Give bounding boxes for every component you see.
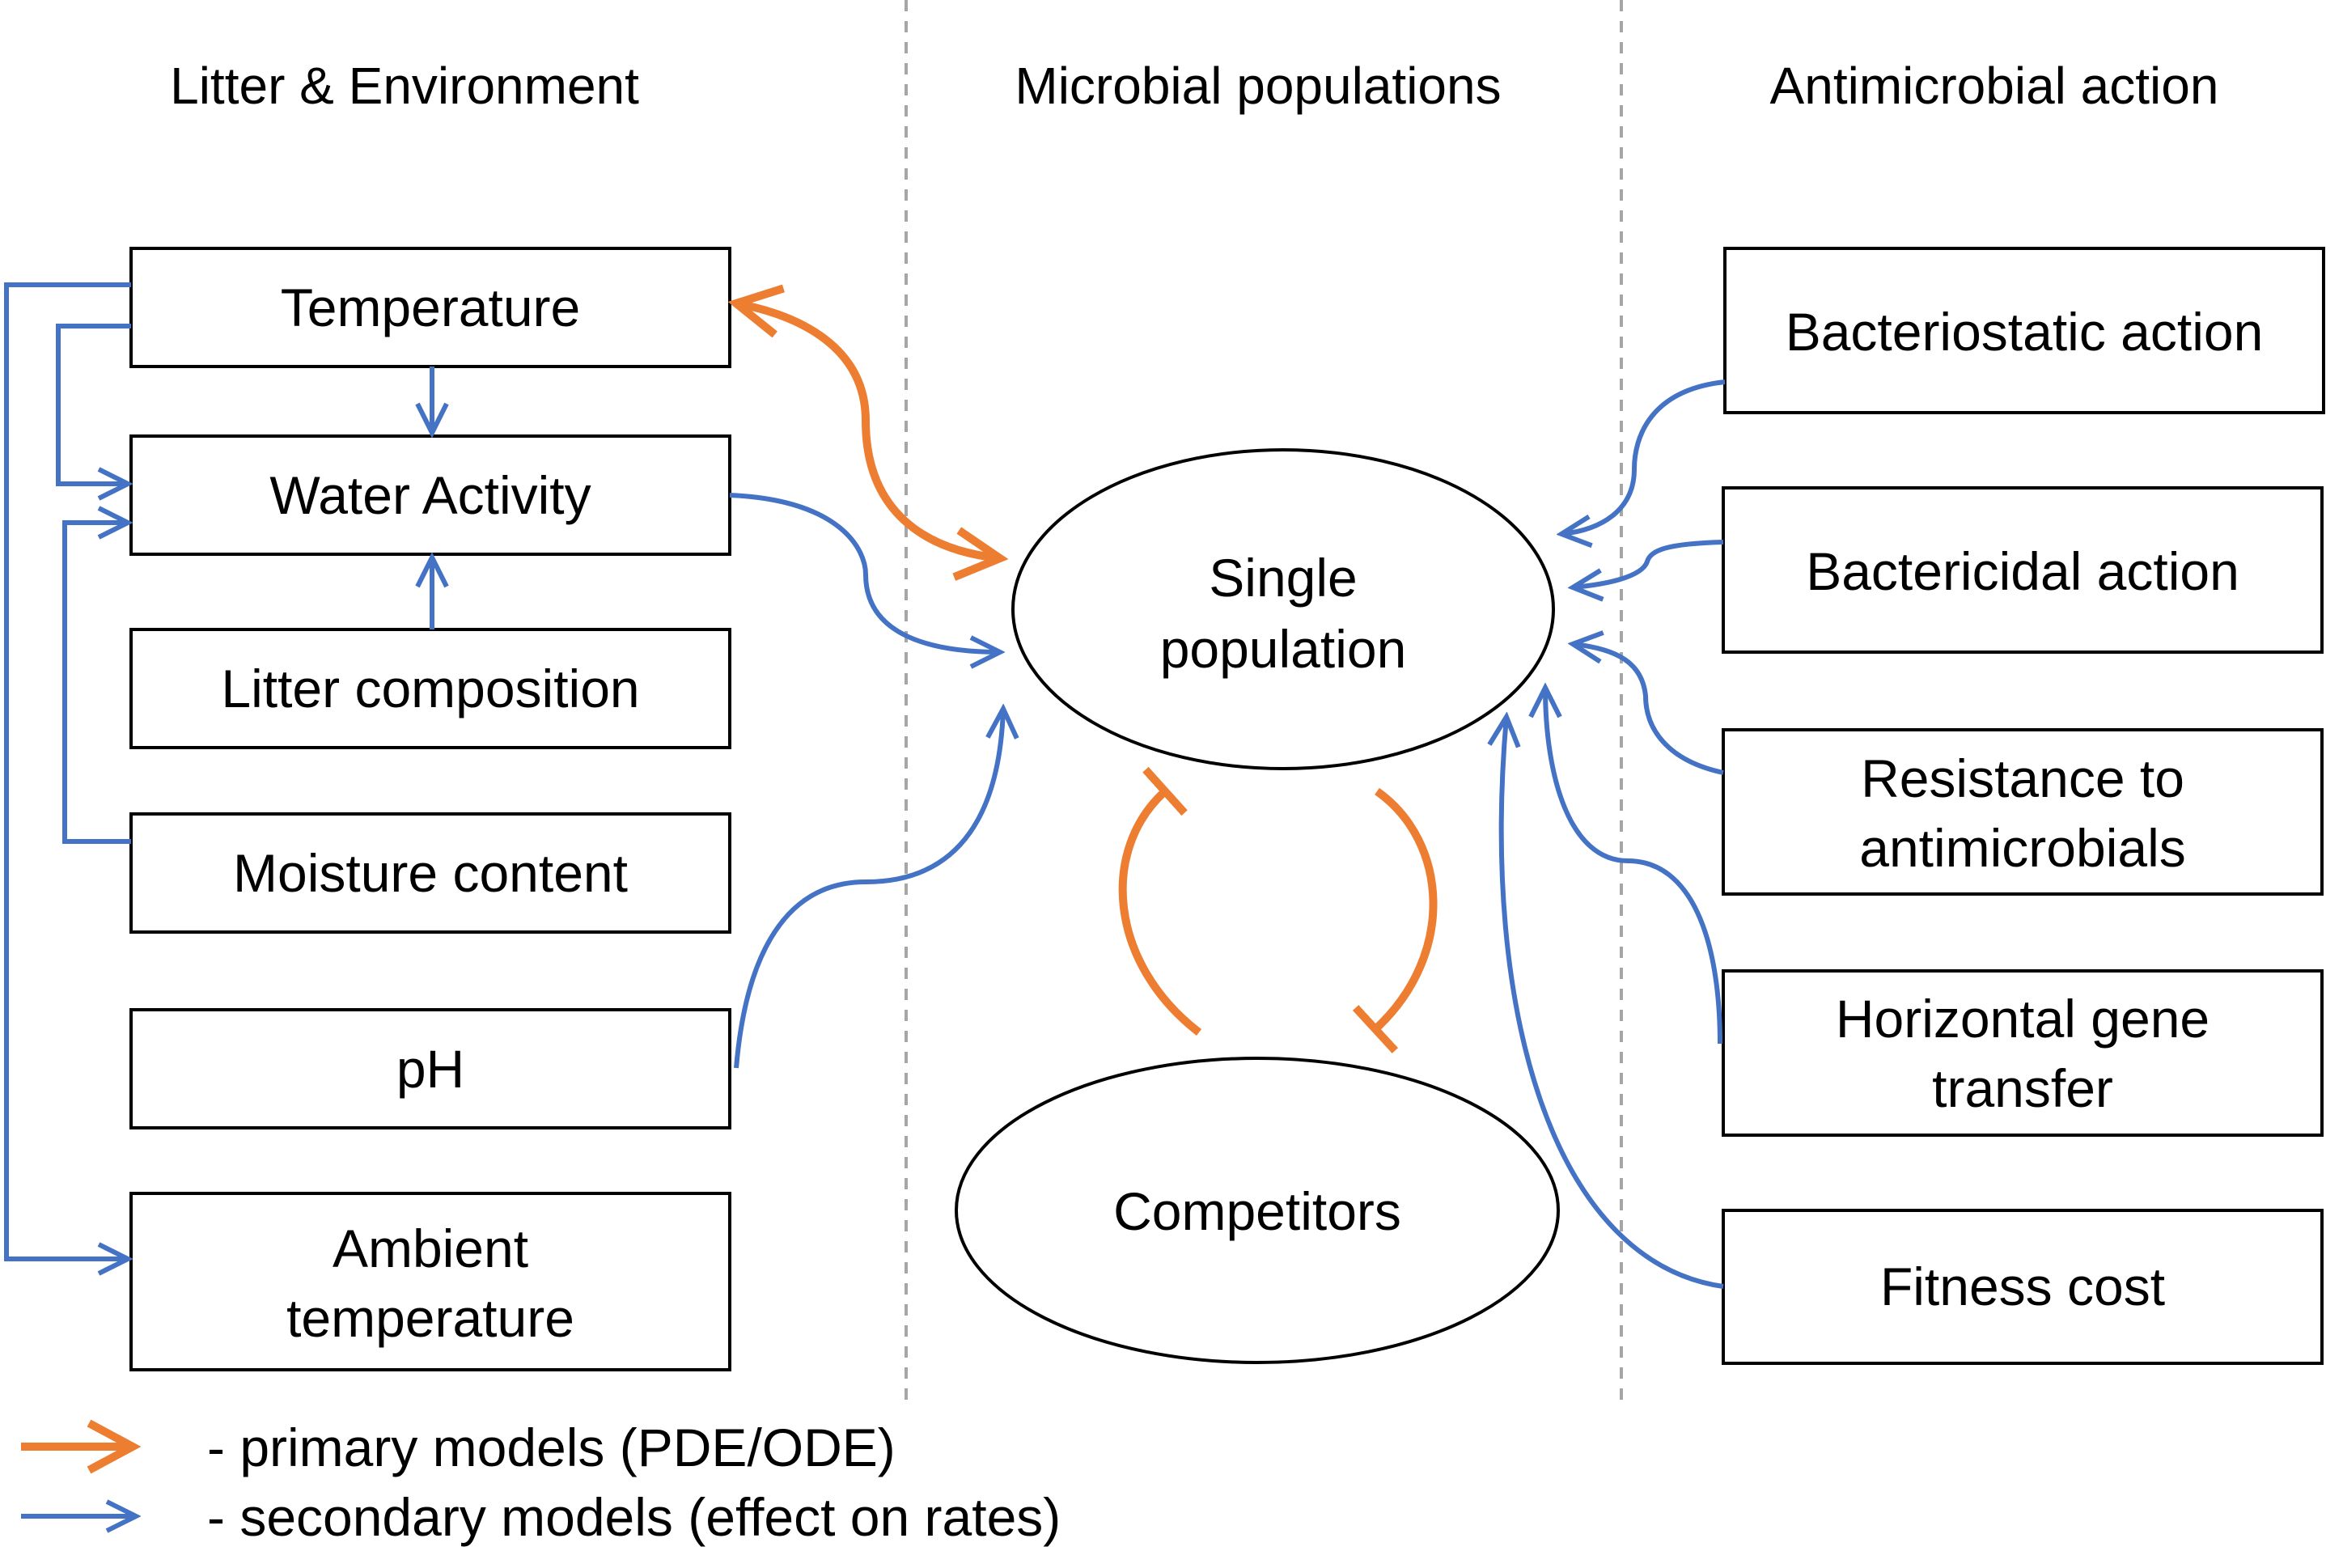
svg-text:Single: Single (1209, 548, 1357, 608)
svg-text:transfer: transfer (1932, 1058, 2113, 1118)
svg-text:Moisture content: Moisture content (233, 843, 628, 903)
node-ph: pH (129, 1008, 731, 1129)
edge-temperature-single-population-primary (736, 303, 1000, 558)
svg-text:Ambient: Ambient (333, 1218, 528, 1278)
node-horizontal-gene-transfer: Horizontal gene transfer (1722, 969, 2324, 1137)
svg-text:Water Activity: Water Activity (269, 465, 591, 525)
edge-temperature-to-water-activity-side (56, 324, 131, 484)
edge-water-activity-to-single-population (729, 493, 1000, 652)
node-fitness-cost: Fitness cost (1722, 1209, 2324, 1365)
svg-text:Fitness cost: Fitness cost (1880, 1257, 2165, 1316)
heading-antimicrobial-action: Antimicrobial action (1770, 57, 2219, 115)
svg-text:antimicrobials: antimicrobials (1859, 818, 2185, 878)
node-single-population: Single population (1011, 448, 1555, 770)
edge-bacteriostatic-to-single-population (1561, 379, 1726, 534)
node-ambient-temperature: Ambient temperature (129, 1192, 731, 1371)
svg-text:Litter composition: Litter composition (221, 659, 639, 718)
legend: - primary models (PDE/ODE) - secondary m… (21, 1418, 1061, 1547)
edge-resistance-to-single-population (1573, 644, 1724, 775)
svg-text:Horizontal gene: Horizontal gene (1836, 989, 2210, 1049)
edge-single-population-inhibit-competitors (1352, 787, 1438, 1053)
svg-text:pH: pH (396, 1039, 464, 1099)
edge-temperature-to-ambient-temperature (4, 282, 131, 1259)
node-bactericidal-action: Bactericidal action (1722, 486, 2324, 654)
edge-moisture-content-to-water-activity (62, 523, 131, 844)
heading-litter-environment: Litter & Environment (170, 57, 639, 115)
svg-text:Resistance to: Resistance to (1861, 748, 2184, 808)
legend-secondary-label: - secondary models (effect on rates) (207, 1487, 1061, 1547)
node-water-activity: Water Activity (129, 434, 731, 556)
edge-competitors-inhibit-single-population (1118, 766, 1202, 1036)
node-temperature: Temperature (129, 247, 731, 368)
node-moisture-content: Moisture content (129, 812, 731, 934)
edge-fitness-cost-to-single-population (1502, 717, 1724, 1289)
edge-hgt-to-single-population (1545, 688, 1722, 1045)
edge-ph-to-single-population (734, 709, 1003, 1069)
node-competitors: Competitors (955, 1057, 1560, 1364)
svg-text:Bactericidal action: Bactericidal action (1806, 541, 2239, 601)
svg-text:Competitors: Competitors (1113, 1181, 1401, 1241)
svg-text:temperature: temperature (286, 1288, 574, 1348)
edge-bactericidal-to-single-population (1573, 540, 1724, 587)
node-bacteriostatic-action: Bacteriostatic action (1723, 247, 2325, 414)
legend-primary-label: - primary models (PDE/ODE) (207, 1418, 896, 1477)
node-litter-composition: Litter composition (129, 628, 731, 749)
node-resistance-to-antimicrobials: Resistance to antimicrobials (1722, 728, 2324, 896)
svg-text:Temperature: Temperature (281, 278, 581, 337)
svg-text:population: population (1160, 619, 1407, 679)
heading-microbial-populations: Microbial populations (1015, 57, 1501, 115)
svg-text:Bacteriostatic action: Bacteriostatic action (1786, 302, 2264, 362)
